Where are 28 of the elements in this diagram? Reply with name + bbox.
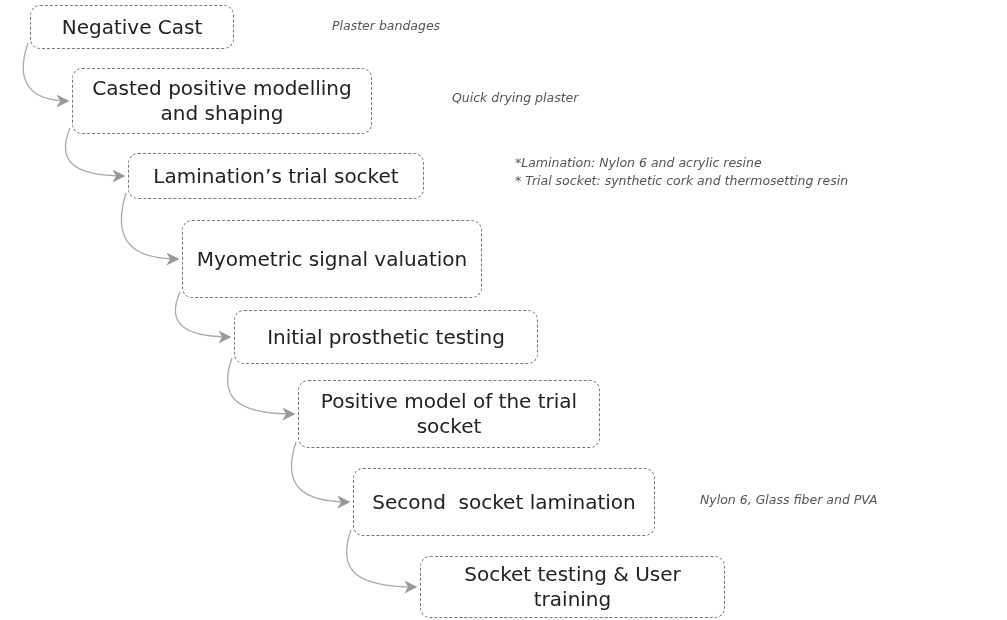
step-box [234, 310, 538, 364]
step-label: Second socket lamination [372, 489, 636, 515]
curved-arrow [227, 357, 296, 421]
step-box [30, 5, 234, 49]
step-label: Lamination’s trial socket [153, 163, 399, 189]
step-label: Positive model of the trial socket [319, 389, 579, 439]
step-box [128, 153, 424, 199]
curved-arrow [120, 192, 180, 266]
material-note: * Trial socket: synthetic cork and thermosetting resin [515, 173, 849, 188]
step-label: Socket testing & User training [463, 562, 682, 612]
curved-arrow [290, 441, 351, 509]
material-note: Quick drying plaster [452, 90, 579, 105]
step-label: Casted positive modelling and shaping [91, 76, 353, 126]
step-box [182, 220, 482, 298]
curved-arrow [64, 127, 126, 183]
curved-arrow [22, 42, 70, 107]
step-box [420, 556, 725, 618]
step-box [353, 468, 655, 536]
step-box [72, 68, 372, 134]
curved-arrow [346, 529, 418, 594]
material-note: *Lamination: Nylon 6 and acrylic resine [515, 155, 763, 170]
material-note: Plaster bandages [332, 18, 441, 33]
step-label: Initial prosthetic testing [267, 324, 505, 350]
step-box [298, 380, 600, 448]
curved-arrow [174, 291, 232, 344]
step-label: Negative Cast [61, 14, 203, 40]
material-note: Nylon 6, Glass fiber and PVA [700, 492, 878, 507]
step-label: Myometric signal valuation [196, 246, 468, 272]
